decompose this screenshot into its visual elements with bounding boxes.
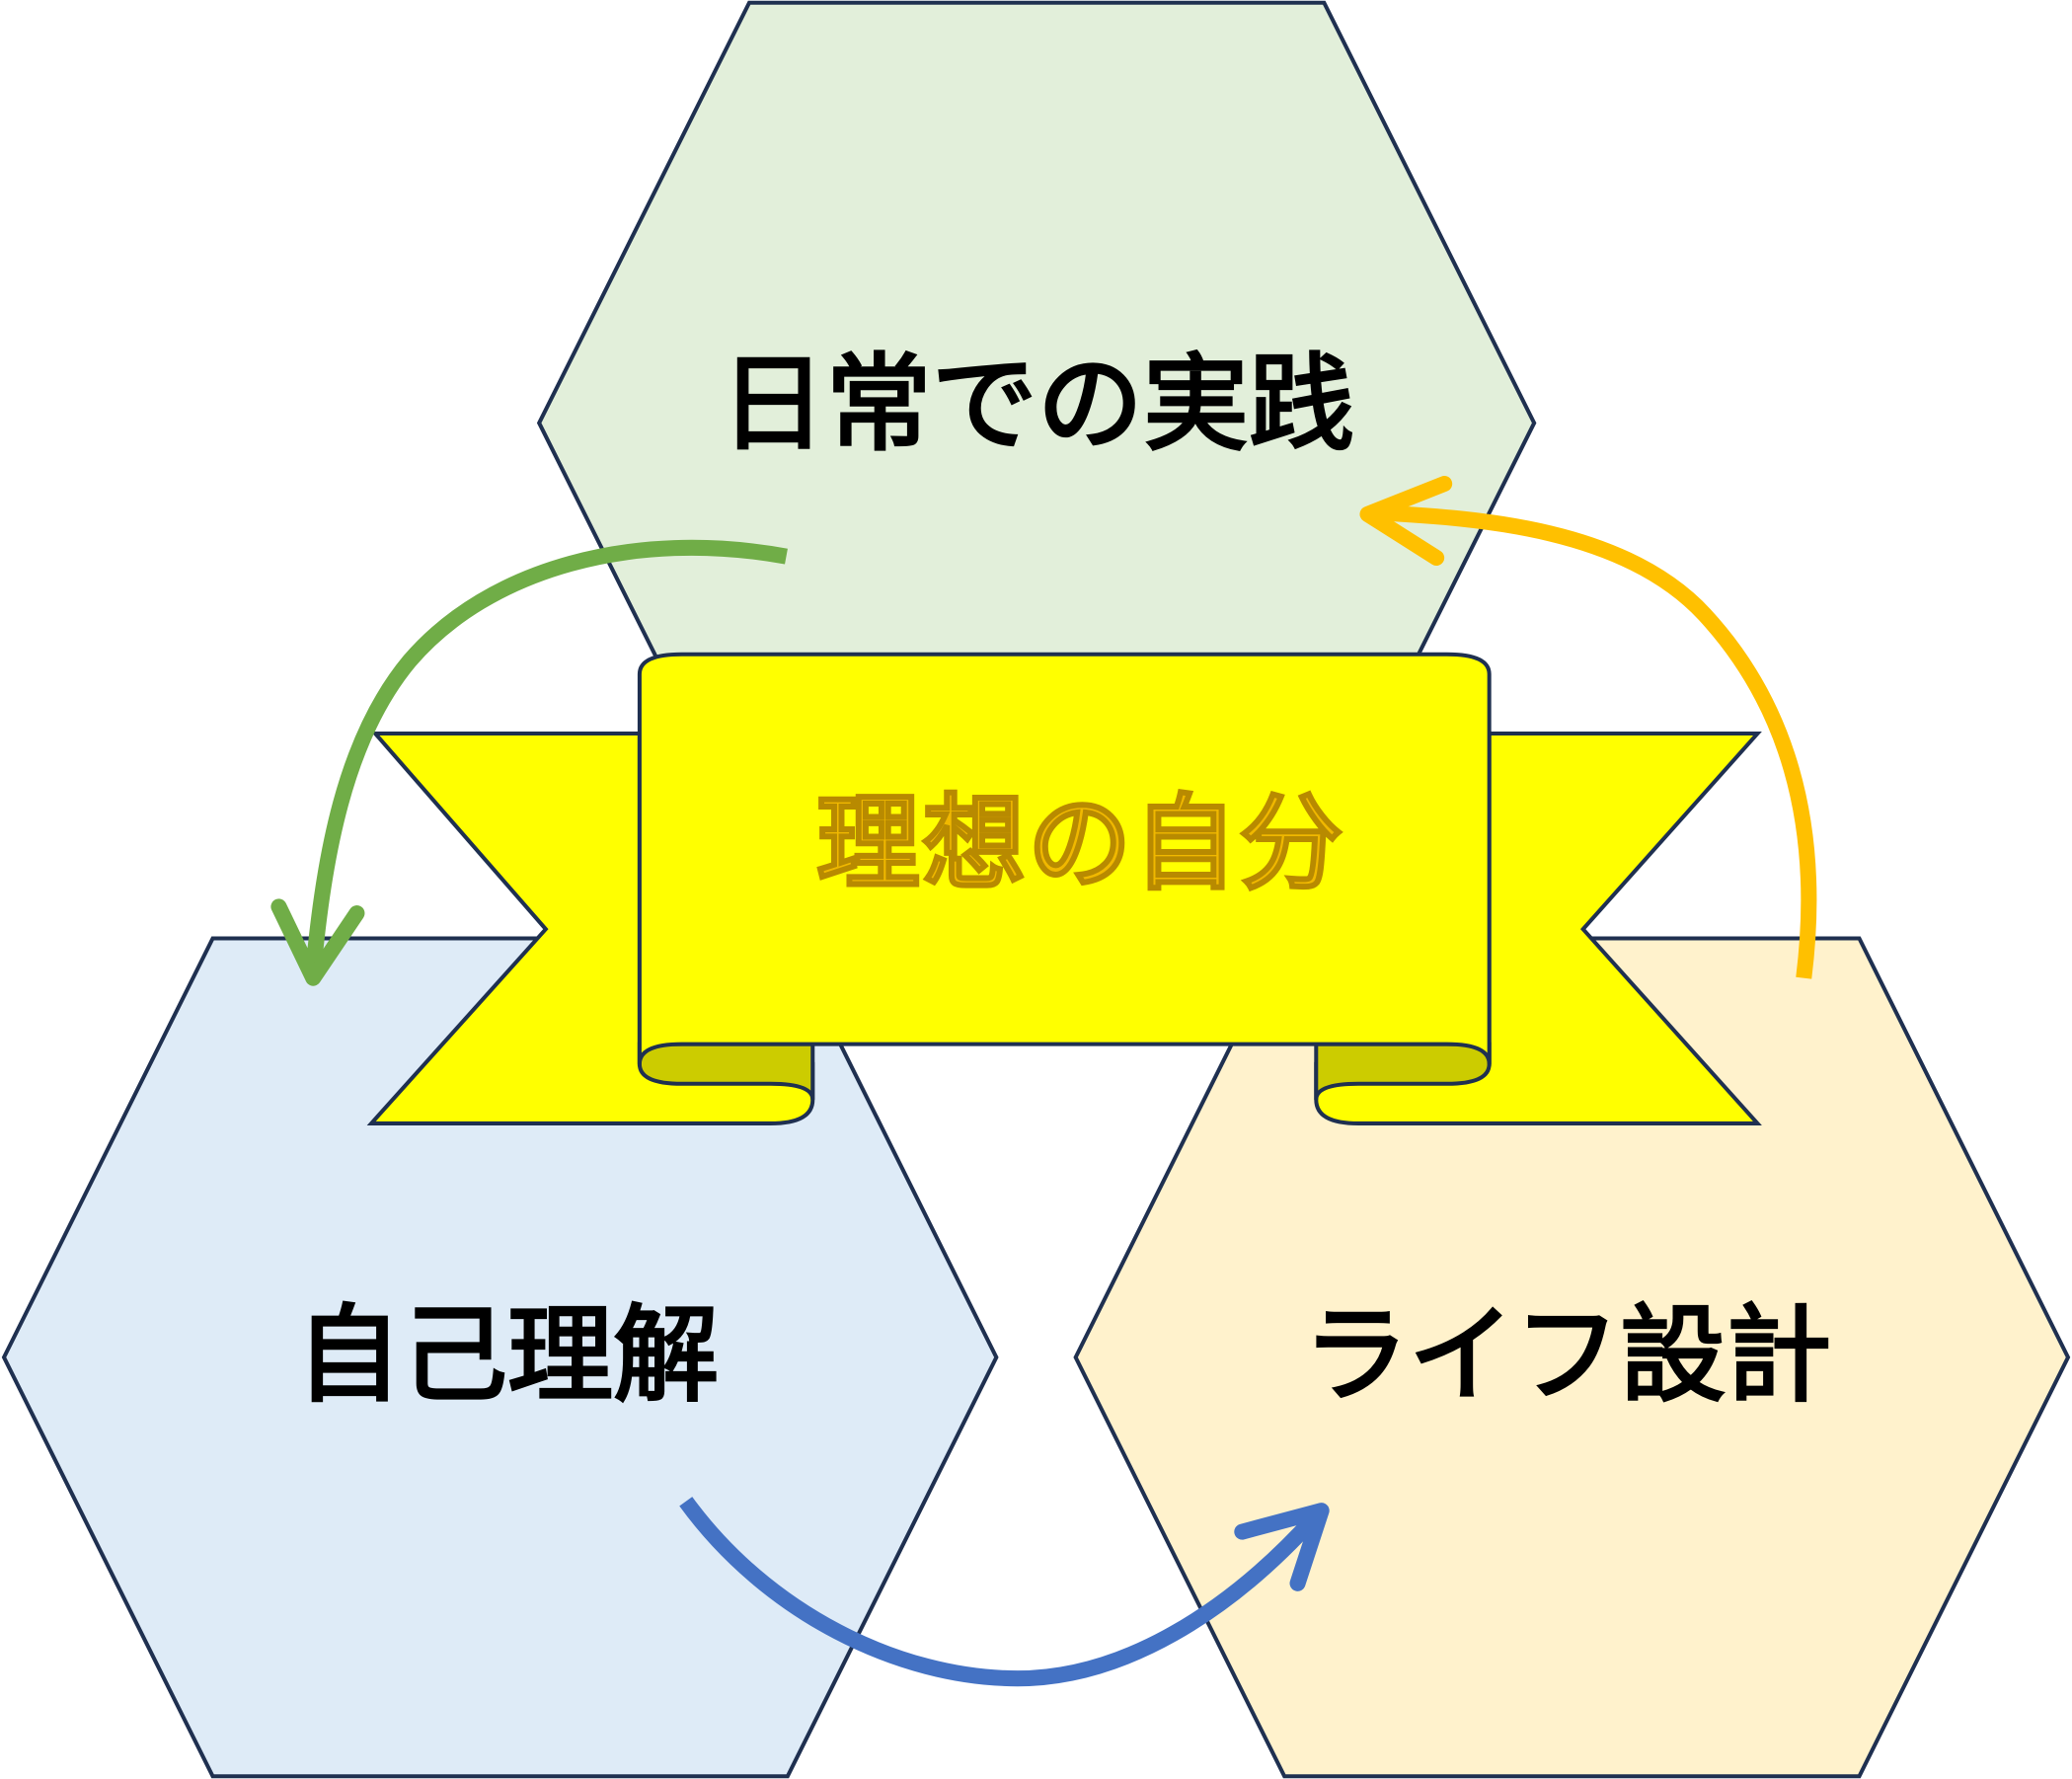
label-daily-practice: 日常での実践 <box>721 344 1354 466</box>
label-self-understanding: 自己理解 <box>296 1295 719 1418</box>
ribbon-left-fold <box>637 1042 815 1101</box>
green-arrowhead-icon <box>270 898 365 986</box>
green-arrow <box>270 539 788 986</box>
ribbon-banner <box>366 652 1762 1125</box>
label-ideal-self: 理想の自分 <box>816 783 1344 903</box>
ribbon-right-fold <box>1314 1042 1492 1101</box>
blue-arrowhead-icon <box>1234 1503 1330 1591</box>
yellow-arrow <box>1359 476 1817 979</box>
blue-arrow <box>679 1497 1330 1687</box>
ribbon-main <box>637 652 1492 1064</box>
label-life-design: ライフ設計 <box>1303 1295 1831 1418</box>
yellow-arrowhead-icon <box>1359 476 1453 567</box>
